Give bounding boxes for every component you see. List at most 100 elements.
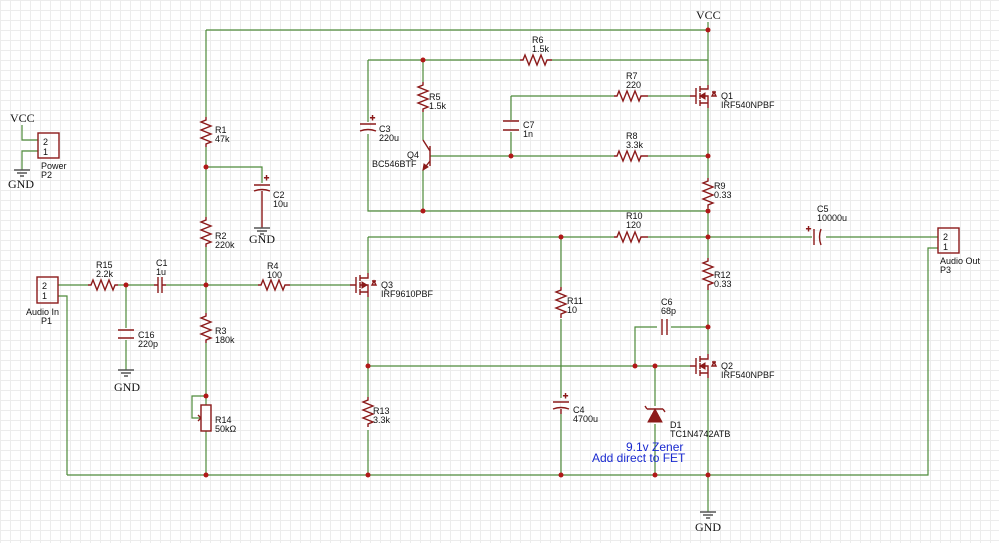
junction xyxy=(123,282,129,288)
wire-c6 xyxy=(634,326,708,366)
ground-icon xyxy=(118,369,134,377)
resistor-r15[interactable] xyxy=(88,278,118,292)
potentiometer-wiper xyxy=(197,414,202,422)
resistor-r3[interactable] xyxy=(199,313,213,343)
junction xyxy=(365,472,371,478)
ref-label: R6 xyxy=(532,35,544,45)
mosfet-q1[interactable] xyxy=(690,85,718,108)
ref-label: R1 xyxy=(215,125,227,135)
ref-label: R15 xyxy=(96,260,113,270)
ref-label: Q1 xyxy=(721,91,733,101)
mosfet-q3[interactable] xyxy=(350,273,378,297)
ref-label: R7 xyxy=(626,71,638,81)
capacitor-c7[interactable] xyxy=(503,120,519,131)
resistor-r8[interactable] xyxy=(614,149,648,163)
ref-label: C6 xyxy=(661,297,673,307)
junction xyxy=(558,234,564,240)
junction xyxy=(203,472,209,478)
capacitors: + + + + xyxy=(118,113,822,414)
pin-label: 2 xyxy=(42,281,47,291)
ref-label: R13 xyxy=(373,406,390,416)
wire-r14-wiper xyxy=(191,395,206,419)
pin-label: 2 xyxy=(43,137,48,147)
potentiometer-r14[interactable] xyxy=(200,404,212,432)
gnd-label: GND xyxy=(695,520,721,534)
connector-ref: P1 xyxy=(41,316,52,326)
junction xyxy=(420,208,426,214)
ref-label: R4 xyxy=(267,261,279,271)
resistor-r1[interactable] xyxy=(199,117,213,147)
value-label: 0.33 xyxy=(714,279,732,289)
pin-label: 2 xyxy=(943,232,948,242)
ground-icon xyxy=(14,169,30,177)
ref-label: D1 xyxy=(670,420,682,430)
value-label: 1.5k xyxy=(532,44,550,54)
ground-icon xyxy=(254,227,270,235)
ref-label: C3 xyxy=(379,124,391,134)
capacitor-c2[interactable]: + xyxy=(253,173,271,228)
capacitor-c4[interactable]: + xyxy=(552,391,570,414)
resistor-r10[interactable] xyxy=(614,230,648,244)
junction xyxy=(420,57,426,63)
svg-text:+: + xyxy=(806,224,811,234)
ref-label: R5 xyxy=(429,92,441,102)
mosfet-q2[interactable] xyxy=(690,354,718,378)
connector-name: Audio In xyxy=(26,307,59,317)
value-label: IRF540NPBF xyxy=(721,370,775,380)
connector-power[interactable]: 2 1 xyxy=(37,132,60,159)
connector-name: Audio Out xyxy=(940,256,981,266)
resistor-r12[interactable] xyxy=(701,258,715,290)
svg-text:+: + xyxy=(563,391,568,401)
junction xyxy=(558,472,564,478)
capacitor-c3[interactable]: + xyxy=(359,113,377,132)
junction xyxy=(203,393,209,399)
junction xyxy=(652,472,658,478)
resistor-r11[interactable] xyxy=(554,287,568,318)
capacitor-c16[interactable] xyxy=(118,329,134,339)
value-label: IRF9610PBF xyxy=(381,289,434,299)
wire-c2-node xyxy=(206,166,263,183)
bjt-q4[interactable] xyxy=(422,139,431,171)
value-label: 3.3k xyxy=(373,415,391,425)
value-label: TC1N4742ATB xyxy=(670,429,730,439)
transistors xyxy=(350,85,718,378)
connector-audio-out[interactable]: 2 1 xyxy=(937,227,960,254)
zener-diode-d1[interactable] xyxy=(644,405,666,423)
resistor-r6[interactable] xyxy=(520,53,552,67)
resistor-r13[interactable] xyxy=(361,397,375,427)
junction xyxy=(705,208,711,214)
capacitor-c6[interactable] xyxy=(661,319,668,335)
junction xyxy=(705,153,711,159)
value-label: 10 xyxy=(567,305,577,315)
resistor-r2[interactable] xyxy=(199,217,213,247)
capacitor-c5[interactable]: + xyxy=(806,224,822,246)
resistor-r9[interactable] xyxy=(701,178,715,208)
value-label: 220 xyxy=(626,80,641,90)
wire-power-gnd xyxy=(21,150,38,170)
pin-label: 1 xyxy=(42,291,47,301)
capacitor-c1[interactable] xyxy=(154,277,166,293)
ground-symbols xyxy=(14,169,716,519)
value-label: 2.2k xyxy=(96,269,114,279)
ref-label: C5 xyxy=(817,204,829,214)
connector-name: Power xyxy=(41,161,67,171)
value-label: 220k xyxy=(215,240,235,250)
junction xyxy=(705,324,711,330)
connector-audio-in[interactable]: 2 1 xyxy=(36,276,59,304)
gnd-label: GND xyxy=(114,380,140,394)
value-label: 0.33 xyxy=(714,190,732,200)
resistor-r7[interactable] xyxy=(614,89,648,103)
value-label: 220p xyxy=(138,339,158,349)
resistor-r5[interactable] xyxy=(416,82,430,112)
ground-icon xyxy=(700,511,716,519)
resistor-r4[interactable] xyxy=(258,278,290,292)
value-label: 1n xyxy=(523,129,533,139)
ref-label: Q4 xyxy=(407,150,419,160)
value-label: BC546BTF xyxy=(372,159,417,169)
note-fet: Add direct to FET xyxy=(592,451,686,465)
ref-label: R10 xyxy=(626,211,643,221)
junction xyxy=(705,234,711,240)
value-label: 1u xyxy=(156,267,166,277)
